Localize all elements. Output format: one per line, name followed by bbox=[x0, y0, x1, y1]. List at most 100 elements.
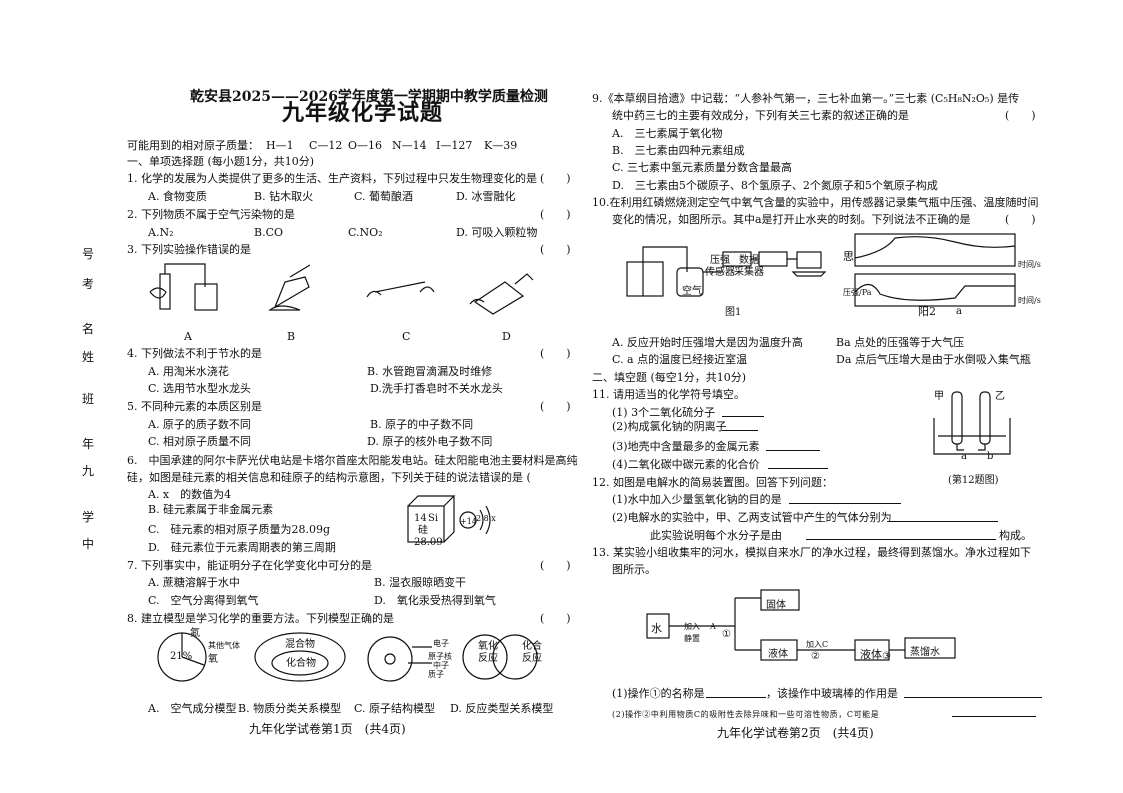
option-label[interactable]: D bbox=[502, 330, 511, 343]
answer-bracket[interactable]: ( ) bbox=[540, 243, 571, 256]
option[interactable]: C. 空气分离得到氧气 bbox=[148, 594, 259, 607]
fill-item: (3)地壳中含量最多的金属元素 bbox=[612, 440, 760, 453]
answer-blank[interactable] bbox=[766, 450, 820, 451]
model-label: 氮 bbox=[190, 628, 200, 639]
answer-bracket[interactable]: ( ) bbox=[540, 612, 571, 625]
answer-blank[interactable] bbox=[722, 416, 764, 417]
option[interactable]: B. 三七素由四种元素组成 bbox=[612, 144, 745, 157]
option[interactable]: C. 原子结构模型 bbox=[354, 702, 436, 715]
binding-strip: 号 考 名 姓 班 年 九 学 中 bbox=[70, 230, 110, 570]
atomic-mass: K—39 bbox=[484, 139, 518, 152]
flow-step: ③ bbox=[882, 651, 891, 662]
option[interactable]: B. 硅元素属于非金属元素 bbox=[148, 503, 274, 516]
option[interactable]: A. 食物变质 bbox=[148, 190, 207, 203]
option[interactable]: A. x 的数值为4 bbox=[148, 488, 232, 501]
option[interactable]: C. a 点的温度已经接近室温 bbox=[612, 353, 748, 366]
option[interactable]: D. 可吸入颗粒物 bbox=[456, 226, 538, 239]
option[interactable]: D. 原子的核外电子数不同 bbox=[367, 435, 493, 448]
flow-node: 固体 bbox=[766, 600, 786, 611]
option[interactable]: A. 三七素属于氧化物 bbox=[612, 127, 723, 140]
model-label: 反应 bbox=[522, 653, 542, 664]
graph-ylabel: 思 bbox=[843, 250, 854, 263]
option[interactable]: A. 反应开始时压强增大是因为温度升高 bbox=[612, 336, 803, 349]
option[interactable]: C. 葡萄酿酒 bbox=[354, 190, 414, 203]
electrode-label: b bbox=[987, 451, 994, 462]
question-8-stem: 8. 建立模型是学习化学的重要方法。下列模型正确的是 bbox=[127, 612, 394, 625]
option[interactable]: A. 用淘米水浇花 bbox=[148, 365, 229, 378]
option[interactable]: D. 冰雪融化 bbox=[456, 190, 516, 203]
answer-bracket[interactable]: ( ) bbox=[1005, 213, 1036, 226]
answer-bracket[interactable]: ( ) bbox=[540, 347, 571, 360]
tube-label: 乙 bbox=[995, 391, 1005, 402]
model-label: 其他气体 bbox=[208, 641, 240, 650]
label-air: 空气 bbox=[682, 286, 702, 297]
option[interactable]: D. 硅元素位于元素周期表的第三周期 bbox=[148, 541, 336, 554]
option[interactable]: B. 原子的中子数不同 bbox=[370, 418, 474, 431]
graph-ylabel: 压强/Pa bbox=[843, 288, 872, 297]
option-label[interactable]: A bbox=[184, 330, 192, 343]
option-label[interactable]: B bbox=[287, 330, 296, 343]
option[interactable]: C. 相对原子质量不同 bbox=[148, 435, 252, 448]
option[interactable]: B. 钻木取火 bbox=[254, 190, 314, 203]
atomic-mass: C—12 bbox=[309, 139, 343, 152]
question-6-stem: 6. 中国承建的阿尔卡萨光伏电站是卡塔尔首座太阳能发电站。硅太阳能电池主要材料是… bbox=[127, 454, 578, 467]
atomic-mass: I—127 bbox=[436, 139, 473, 152]
flow-node: 液体 bbox=[860, 648, 882, 661]
side-char: 中 bbox=[82, 537, 95, 551]
side-char: 班 bbox=[82, 392, 95, 406]
option[interactable]: B. 湿衣服晾晒变干 bbox=[374, 576, 467, 589]
flow-node: 水 bbox=[651, 622, 662, 635]
option[interactable]: B. 物质分类关系模型 bbox=[238, 702, 342, 715]
sensor-label: 采集器 bbox=[734, 267, 764, 278]
option[interactable]: A.N₂ bbox=[148, 226, 174, 239]
option[interactable]: D. 反应类型关系模型 bbox=[450, 702, 554, 715]
flow-label: A bbox=[710, 622, 716, 631]
option[interactable]: A. 原子的质子数不同 bbox=[148, 418, 251, 431]
answer-blank[interactable] bbox=[768, 468, 828, 469]
question-9-stem: 统中药三七的主要有效成分，下列有关三七素的叙述正确的是 bbox=[612, 109, 909, 122]
answer-bracket[interactable]: ( ) bbox=[1005, 109, 1036, 122]
answer-blank[interactable] bbox=[789, 503, 901, 504]
fill-item: (1)操作①的名称是 bbox=[612, 687, 705, 700]
answer-blank[interactable] bbox=[952, 716, 1036, 717]
answer-blank[interactable] bbox=[706, 697, 766, 698]
answer-blank[interactable] bbox=[722, 430, 758, 431]
model-label: 原子核 bbox=[428, 652, 452, 661]
option[interactable]: C. 三七素中氢元素质量分数含量最高 bbox=[612, 161, 793, 174]
option[interactable]: B. 水管跑冒滴漏及时维修 bbox=[367, 365, 493, 378]
answer-blank[interactable] bbox=[806, 539, 996, 540]
model-label: 中子 bbox=[433, 661, 449, 670]
flow-label: 静置 bbox=[684, 634, 700, 643]
option[interactable]: Da 点后气压增大是由于水倒吸入集气瓶 bbox=[836, 353, 1031, 366]
option[interactable]: A. 蔗糖溶解于水中 bbox=[148, 576, 240, 589]
answer-bracket[interactable]: ( ) bbox=[540, 559, 571, 572]
sensor-label: 传感器 bbox=[705, 267, 735, 278]
page-footer-right: 九年化学试卷第2页 (共4页) bbox=[717, 726, 874, 740]
option[interactable]: C. 硅元素的相对原子质量为28.09g bbox=[148, 523, 331, 536]
side-char: 年 bbox=[82, 437, 95, 451]
side-char: 姓 bbox=[82, 350, 95, 364]
water-purification-flowchart bbox=[646, 589, 956, 661]
section-2-heading: 二、填空题 (每空1分，共10分) bbox=[592, 371, 747, 384]
option[interactable]: D.洗手打香皂时不关水龙头 bbox=[370, 382, 503, 395]
answer-bracket[interactable]: ( ) bbox=[540, 400, 571, 413]
option[interactable]: C.NO₂ bbox=[348, 226, 383, 239]
option[interactable]: A. 空气成分模型 bbox=[148, 702, 237, 715]
option-label[interactable]: C bbox=[402, 330, 411, 343]
answer-blank[interactable] bbox=[888, 521, 998, 522]
option[interactable]: D. 氧化汞受热得到氧气 bbox=[374, 594, 496, 607]
answer-blank[interactable] bbox=[904, 697, 1042, 698]
answer-bracket[interactable]: ( ) bbox=[540, 208, 571, 221]
question-11-stem: 11. 请用适当的化学符号填空。 bbox=[592, 388, 745, 401]
option[interactable]: D. 三七素由5个碳原子、8个氢原子、2个氮原子和5个氧原子构成 bbox=[612, 179, 938, 192]
option[interactable]: B.CO bbox=[254, 226, 284, 239]
section-1-heading: 一、单项选择题 (每小题1分，共10分) bbox=[127, 155, 315, 168]
option[interactable]: C. 选用节水型水龙头 bbox=[148, 382, 252, 395]
fill-item: ，该操作中玻璃棒的作用是 bbox=[766, 687, 898, 700]
answer-bracket[interactable]: ( ) bbox=[540, 172, 571, 185]
fill-item: (2)构成氯化钠的阴离子 bbox=[612, 420, 727, 433]
atomic-mass: O—16 bbox=[348, 139, 383, 152]
question-5-stem: 5. 不同种元素的本质区别是 bbox=[127, 400, 262, 413]
atom-shells: 2 8 x bbox=[476, 514, 496, 523]
option[interactable]: Ba 点处的压强等于大气压 bbox=[836, 336, 965, 349]
